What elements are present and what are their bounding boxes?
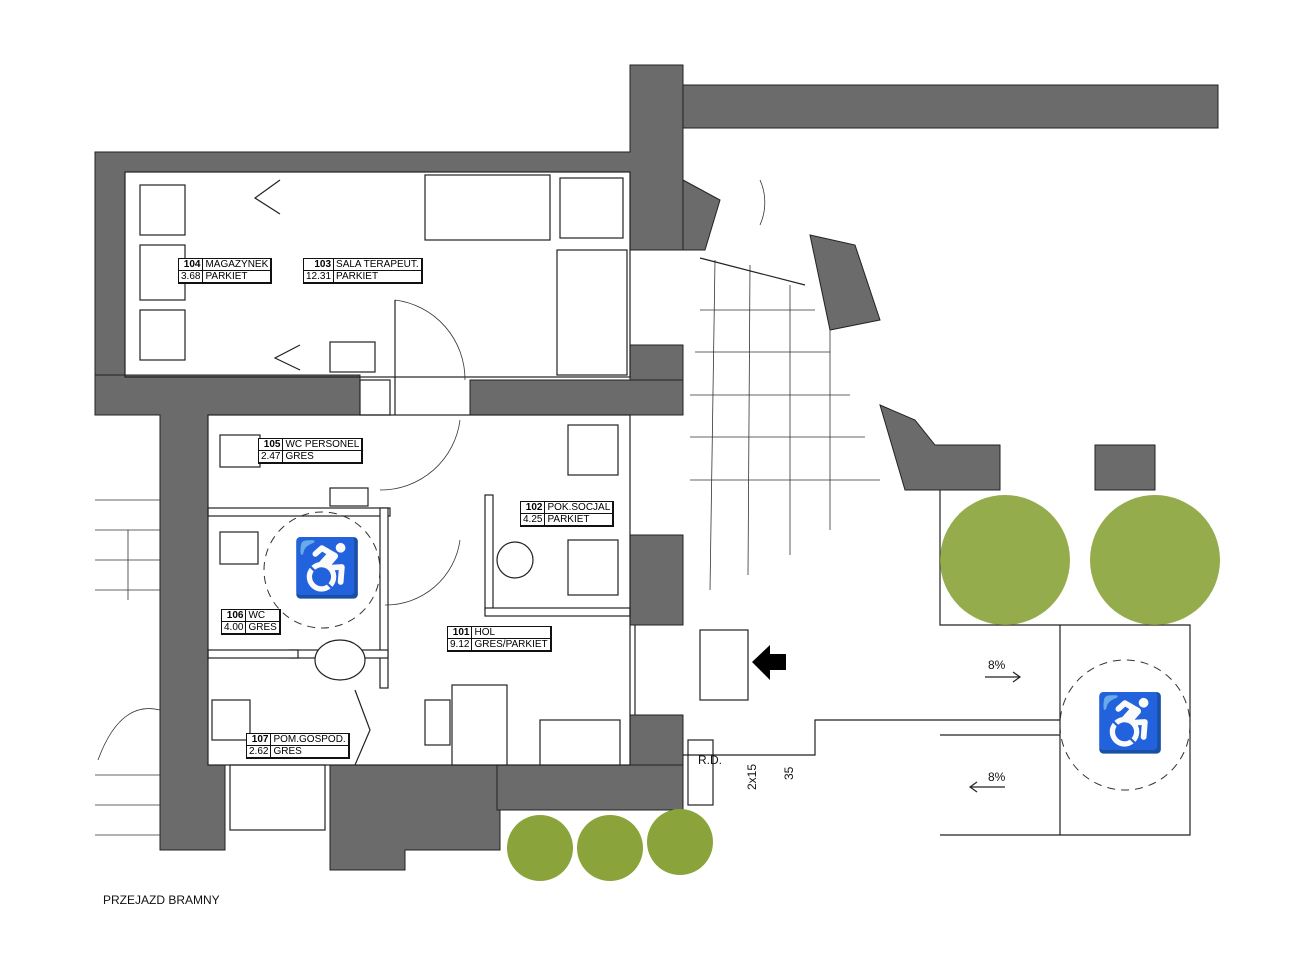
room-outlines [124,171,636,766]
gate-passage-label: PRZEJAZD BRAMNY [103,893,220,907]
room-number: 106 [222,610,247,622]
room-area: 4.25 [521,514,546,526]
wheelchair-icon: ♿ [292,536,362,599]
ramp [263,490,1191,836]
entrance-arrow-icon [752,645,786,680]
room-name: SALA TERAPEUT. [334,259,422,271]
room-number: 104 [179,259,204,271]
steps-dimension: 2x15 [745,763,759,790]
rd-label: R.D. [698,753,722,767]
room-number: 102 [521,502,546,514]
room-name: POM.GOSPOD. [271,734,349,746]
room-area: 12.31 [304,271,335,283]
room-floor: PARKIET [203,271,272,283]
height-dimension: 35 [782,766,796,780]
room-number: 105 [259,439,284,451]
room-area: 2.62 [247,746,272,758]
room-name: WC [246,610,280,622]
room-name: POK.SOCJAL [545,502,614,514]
room-number: 103 [304,259,335,271]
ramp-slope-upper: 8% [988,658,1006,672]
shrub-icon [577,815,643,881]
room-floor: GRES [283,451,363,463]
room-floor: PARKIET [334,271,422,283]
room-floor: GRES/PARKIET [472,639,551,651]
room-area: 2.47 [259,451,284,463]
wheelchair-icon: ♿ [1095,691,1165,754]
walls [94,64,1219,871]
room-floor: PARKIET [545,514,614,526]
tree-icon [940,495,1070,625]
shrub-icon [507,815,573,881]
doors [97,179,766,766]
room-area: 3.68 [179,271,204,283]
shrub-icon [647,809,713,875]
stairs [95,499,160,836]
room-area: 4.00 [222,622,247,634]
paving-grid [690,257,880,591]
room-number: 101 [448,627,473,639]
room-number: 107 [247,734,272,746]
room-area: 9.12 [448,639,473,651]
plants [507,495,1220,881]
room-floor: GRES [246,622,280,634]
room-floor: GRES [271,746,349,758]
room-name: WC PERSONEL [283,439,363,451]
tree-icon [1090,495,1220,625]
room-name: MAGAZYNEK [203,259,272,271]
room-name: HOL [472,627,551,639]
furniture [139,174,749,806]
ramp-slope-lower: 8% [988,770,1006,784]
